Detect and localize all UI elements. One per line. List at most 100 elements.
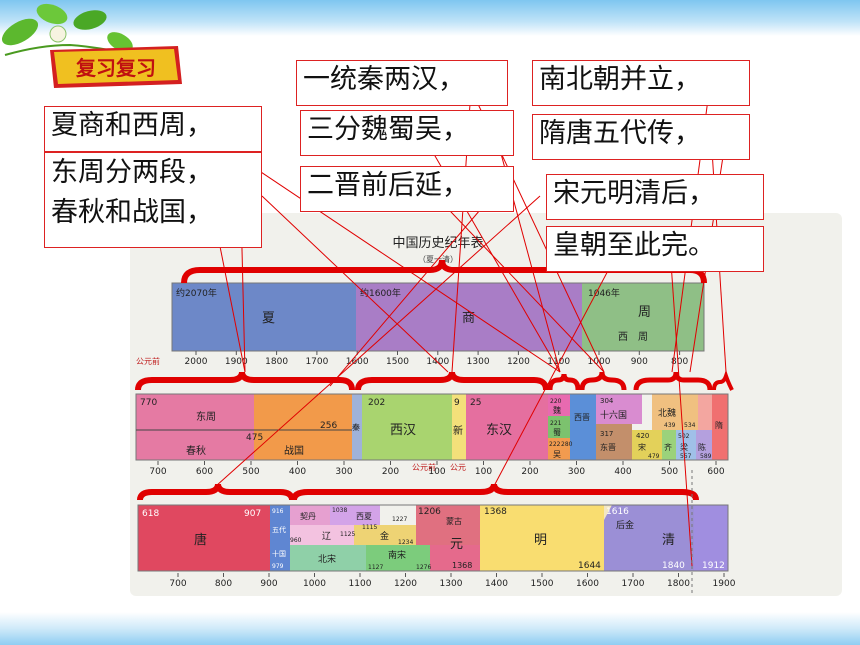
beiwei-block <box>652 394 698 430</box>
axis-tick-label: 1400 <box>485 579 508 589</box>
axis-tick-label: 200 <box>521 467 538 477</box>
mnemonic-line1: 夏商和西周， <box>51 110 213 141</box>
mnemonic-three-kingdoms: 三分魏蜀吴， <box>300 110 514 156</box>
axis-tick-label: 700 <box>149 467 166 477</box>
chen-block <box>696 430 712 460</box>
y420-label: 420 <box>636 432 649 440</box>
y1206-label: 1206 <box>418 507 441 517</box>
wu-block <box>548 438 570 460</box>
liang-block <box>676 430 696 460</box>
axis-tick-label: 800 <box>671 357 688 367</box>
era-bc-label-row1: 公元前 <box>136 356 160 366</box>
brace-eastern-zhou <box>135 371 355 391</box>
brace-han <box>355 371 549 391</box>
y557-label: 557 <box>680 453 692 460</box>
y1125-label: 1125 <box>340 531 355 538</box>
y770-label: 770 <box>140 398 157 408</box>
xixia-block <box>330 505 380 525</box>
y479-label: 479 <box>648 453 660 460</box>
nansong-label: 南宋 <box>388 549 406 561</box>
qidan-label: 契丹 <box>300 511 316 521</box>
xin-label: 新 <box>453 424 463 437</box>
axis-tick-label: 700 <box>169 579 186 589</box>
houjin-label: 后金 <box>616 519 634 531</box>
axis-tick-label: 1800 <box>265 357 288 367</box>
y1368a-label: 1368 <box>452 561 472 570</box>
brace-sui <box>712 369 734 391</box>
brace-three-kingdoms <box>547 373 581 391</box>
mnemonic-line5: 三分魏蜀吴， <box>307 114 469 145</box>
chunqiu-label: 春秋 <box>186 444 206 457</box>
mnemonic-dongzhou: 东周分两段，春秋和战国， <box>44 152 262 248</box>
beiwei-label: 北魏 <box>658 407 676 419</box>
shang-start-label: 约1600年 <box>360 287 401 299</box>
chart-title: 中国历史纪年表 <box>392 236 483 251</box>
axis-tick-label: 1500 <box>531 579 554 589</box>
wudai-label: 五代 <box>272 525 286 534</box>
mnemonic-line4: 一统秦两汉， <box>303 64 465 95</box>
wei-label: 魏 <box>553 405 561 415</box>
mnemonic-song-yuan-ming-qing: 宋元明清后， <box>546 174 764 220</box>
zhanguo-label: 战国 <box>284 445 304 457</box>
mnemonic-nanbei: 南北朝并立， <box>532 60 750 106</box>
y1840-label: 1840 <box>662 561 685 571</box>
axis-tick-label: 2000 <box>185 357 208 367</box>
donghan-label: 东汉 <box>486 423 512 438</box>
qin-block <box>352 394 362 460</box>
ming-block <box>480 505 604 571</box>
bottom-decor-bar <box>0 612 860 645</box>
y1912-label: 1912 <box>702 561 725 571</box>
qin-label: 秦 <box>352 422 360 432</box>
axis-tick-label: 1700 <box>305 357 328 367</box>
y1368b-label: 1368 <box>484 507 507 517</box>
y979-label: 979 <box>272 563 284 570</box>
y1234-label: 1234 <box>398 539 413 546</box>
xixia-label: 西夏 <box>356 512 372 521</box>
nansong-block <box>366 545 430 571</box>
mnemonic-line6: 二晋前后延， <box>307 170 469 201</box>
ming-label: 明 <box>534 533 547 548</box>
y9-label: 9 <box>454 398 460 408</box>
axis-tick-label: 1700 <box>622 579 645 589</box>
y1616-label: 1616 <box>606 507 629 517</box>
shiliuguo-label: 十六国 <box>600 409 627 421</box>
dongjin-block <box>596 424 632 460</box>
zhou-label: 周 <box>638 305 651 320</box>
y317-label: 317 <box>600 430 613 438</box>
mnemonic-line3: 春秋和战国， <box>51 197 213 228</box>
menggu-label: 蒙古 <box>446 516 462 526</box>
mnemonic-line7: 南北朝并立， <box>539 64 701 95</box>
chen-label: 陈 <box>698 442 706 452</box>
axis-tick-label: 1100 <box>547 357 570 367</box>
axis-tick-label: 200 <box>382 467 399 477</box>
yuan-block <box>430 545 480 571</box>
y534-label: 534 <box>684 422 696 429</box>
y1038-label: 1038 <box>332 507 347 514</box>
axis-tick-label: 100 <box>428 467 445 477</box>
jin-label: 金 <box>380 530 389 542</box>
tang-label: 唐 <box>194 532 207 548</box>
brace-jin <box>579 371 627 391</box>
review-badge: 复习复习 <box>50 46 182 88</box>
y221-label: 221 <box>550 420 562 427</box>
tang-block <box>138 505 270 571</box>
axis-tick-label: 1200 <box>394 579 417 589</box>
y618-label: 618 <box>142 509 159 519</box>
xin-block <box>452 394 466 460</box>
zhou-block <box>582 283 704 351</box>
xizhou-label: 西 周 <box>618 331 648 343</box>
axis-tick-label: 1900 <box>225 357 248 367</box>
y589-label: 589 <box>700 453 712 460</box>
y439-label: 439 <box>664 422 676 429</box>
y222-label: 222 <box>549 441 561 448</box>
song-block <box>632 430 662 460</box>
qing-block <box>604 505 694 571</box>
wu-label: 吴 <box>553 450 561 459</box>
review-badge-text: 复习复习 <box>75 56 156 80</box>
axis-tick-label: 300 <box>568 467 585 477</box>
qing-label: 清 <box>662 533 675 548</box>
axis-tick-label: 1500 <box>386 357 409 367</box>
mnemonic-line9: 宋元明清后， <box>553 178 715 209</box>
